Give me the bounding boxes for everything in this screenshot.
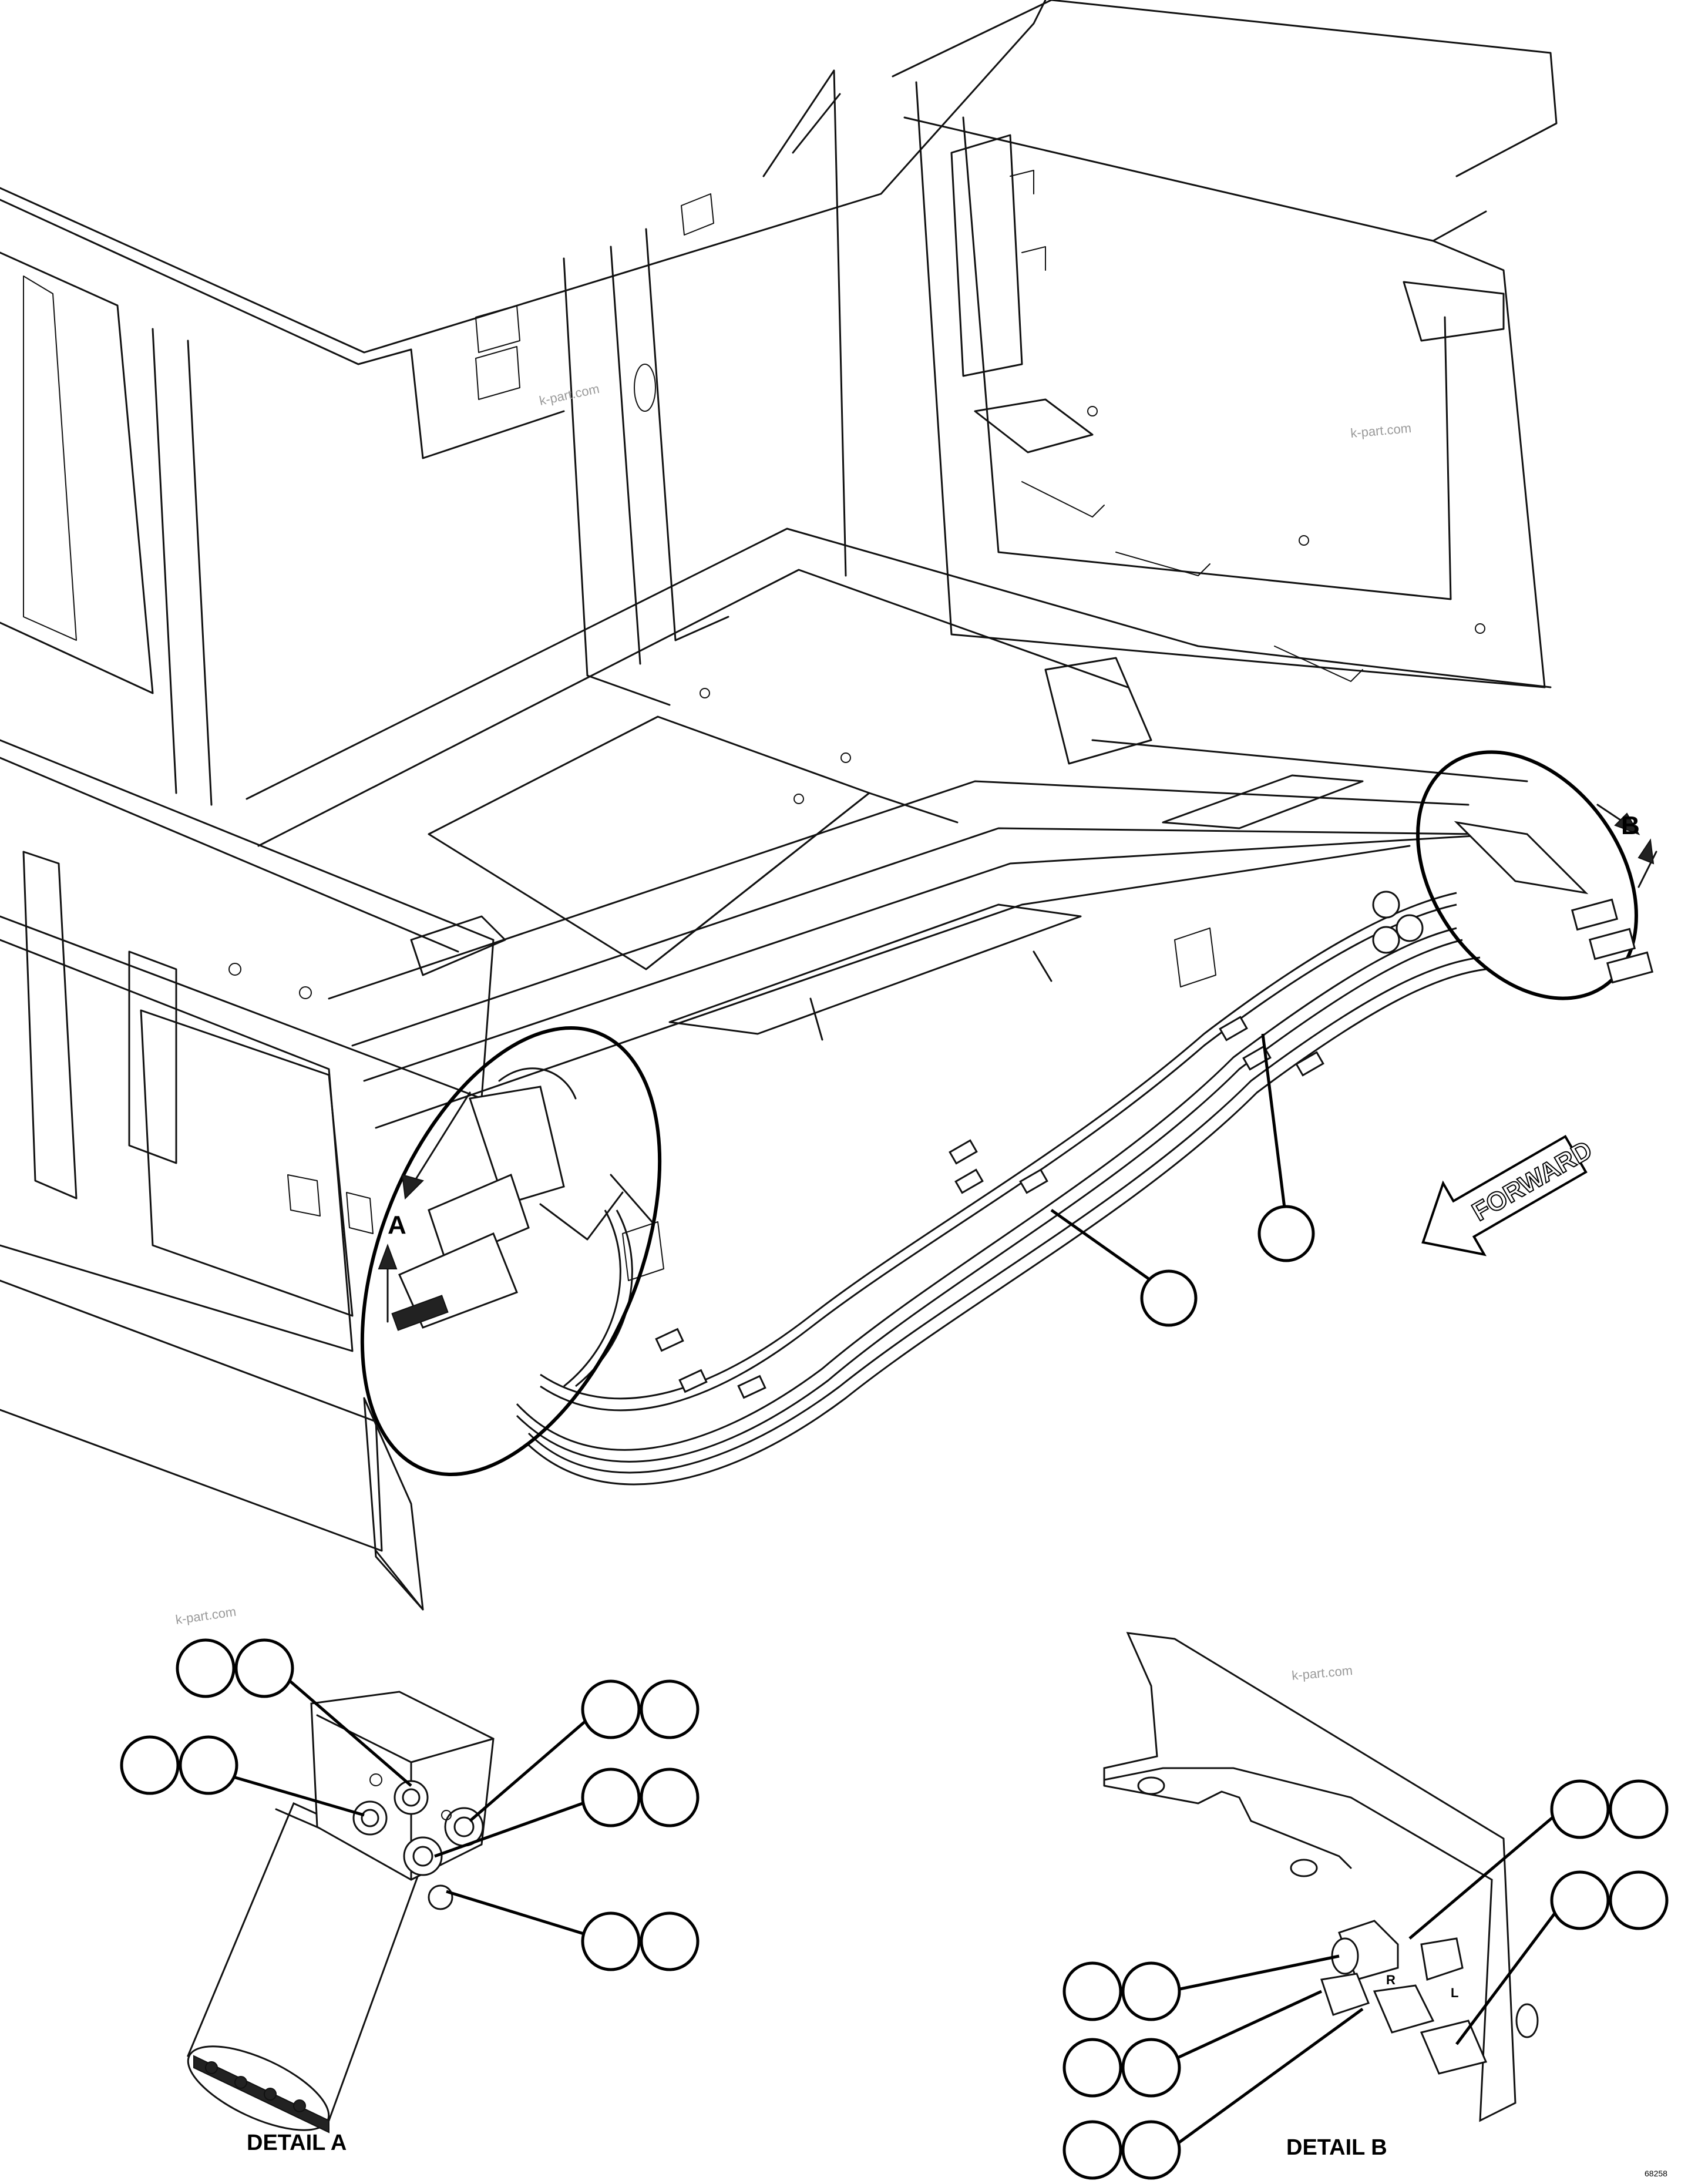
callout-balloon (176, 1638, 236, 1698)
callout-balloon (581, 1679, 641, 1739)
hose-clamps (655, 1016, 1324, 1399)
callout-balloon (1257, 1205, 1315, 1262)
callout-balloon (1121, 1961, 1181, 2021)
detail-a-callout: A (360, 1026, 662, 1476)
watermark-text: k-part.com (174, 1604, 237, 1627)
callout-balloon (1062, 2038, 1122, 2098)
callout-balloon (640, 1768, 700, 1827)
callout-balloon (179, 1735, 238, 1795)
callout-balloon (581, 1768, 641, 1827)
callout-balloon (1550, 1870, 1610, 1930)
callout-balloon (234, 1638, 294, 1698)
callout-balloon (1550, 1779, 1610, 1839)
detail-b-title: DETAIL B (1286, 2135, 1387, 2160)
machine-frame (0, 0, 1558, 1611)
callout-balloon (1121, 2120, 1181, 2180)
detail-b-marker: B (1621, 811, 1640, 840)
watermark-text: k-part.com (1350, 421, 1412, 441)
callout-balloon (1062, 2120, 1122, 2180)
detail-b-callout: B (1372, 750, 1657, 1000)
hydraulic-hoses (516, 892, 1487, 1486)
callout-balloon (1121, 2038, 1181, 2098)
port-label: R (1386, 1973, 1396, 1987)
callout-balloon (640, 1911, 700, 1971)
callout-balloon (581, 1911, 641, 1971)
watermark-text: k-part.com (538, 381, 601, 408)
forward-direction-arrow: FORWARD (1421, 1135, 1598, 1256)
watermark-text: k-part.com (1291, 1663, 1353, 1683)
callout-balloon (1609, 1870, 1669, 1930)
callout-balloon (640, 1679, 700, 1739)
detail-a-title: DETAIL A (247, 2131, 347, 2155)
detail-a-view: DETAIL A (120, 1638, 700, 2155)
drawing-number: 68258 (1645, 2169, 1667, 2178)
detail-b-view: R L DETAIL B (1062, 1632, 1669, 2180)
detail-a-marker: A (388, 1211, 406, 1239)
callout-balloon (120, 1735, 180, 1795)
main-view-balloons (1050, 1033, 1315, 1327)
callout-balloon (1062, 1961, 1122, 2021)
callout-balloon (1140, 1269, 1198, 1327)
port-label: L (1451, 1985, 1458, 2000)
callout-balloon (1609, 1779, 1669, 1839)
